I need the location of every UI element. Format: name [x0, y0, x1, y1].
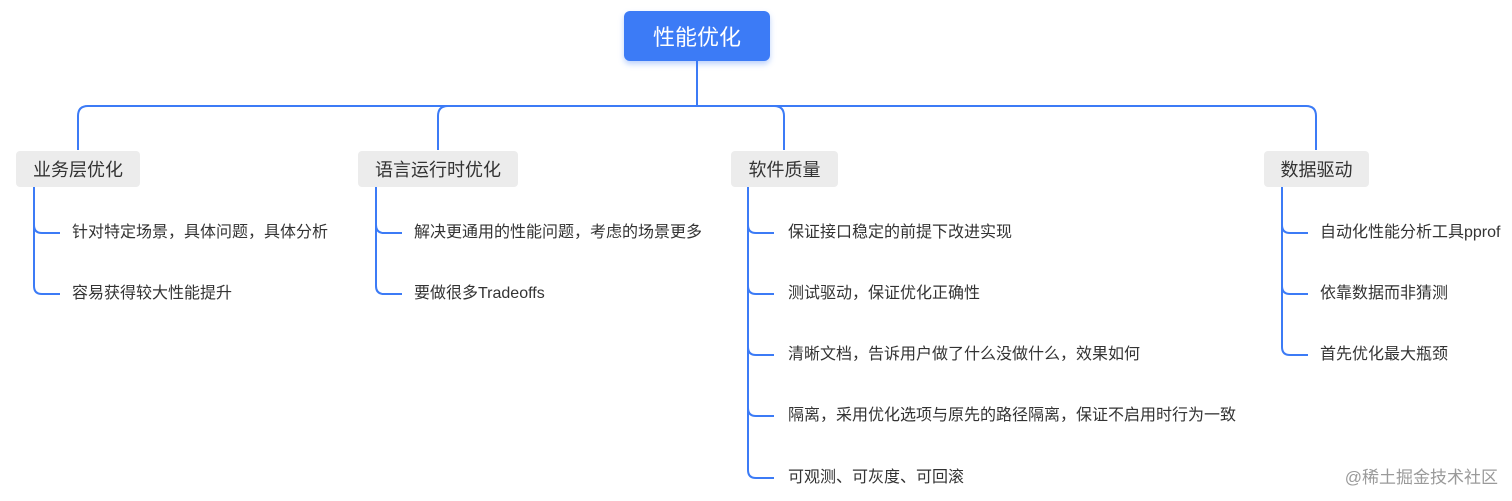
- branch-node-business[interactable]: 业务层优化: [16, 151, 140, 187]
- leaf-node-data-0[interactable]: 自动化性能分析工具pprof: [1320, 224, 1501, 241]
- leaf-node-quality-2[interactable]: 清晰文档，告诉用户做了什么没做什么，效果如何: [788, 346, 1141, 363]
- leaf-connector-2-4: [747, 408, 774, 479]
- leaf-connector-3-2: [1281, 286, 1308, 356]
- leaf-node-data-2[interactable]: 首先优化最大瓶颈: [1320, 346, 1449, 363]
- branch-node-data-driven[interactable]: 数据驱动: [1264, 151, 1369, 187]
- branch-connector-2: [773, 105, 785, 150]
- leaf-node-data-1[interactable]: 依靠数据而非猜测: [1320, 285, 1449, 302]
- leaf-node-business-0[interactable]: 针对特定场景，具体问题，具体分析: [72, 224, 329, 241]
- leaf-connector-1-1: [375, 225, 402, 295]
- leaf-node-business-1[interactable]: 容易获得较大性能提升: [72, 285, 233, 302]
- branch-node-quality[interactable]: 软件质量: [731, 151, 838, 187]
- leaf-connector-2-2: [747, 286, 774, 356]
- branch-node-runtime[interactable]: 语言运行时优化: [358, 151, 518, 187]
- leaf-connector-1-0: [375, 187, 402, 234]
- leaf-connector-2-0: [747, 187, 774, 234]
- leaf-node-quality-0[interactable]: 保证接口稳定的前提下改进实现: [788, 224, 1013, 241]
- root-node[interactable]: 性能优化: [624, 11, 770, 61]
- leaf-node-runtime-0[interactable]: 解决更通用的性能问题，考虑的场景更多: [414, 224, 703, 241]
- leaf-connector-0-0: [33, 187, 60, 234]
- leaf-node-quality-1[interactable]: 测试驱动，保证优化正确性: [788, 285, 981, 302]
- leaf-connector-2-3: [747, 347, 774, 417]
- watermark: @稀土掘金技术社区: [1344, 468, 1498, 487]
- leaf-connector-0-1: [33, 225, 60, 295]
- leaf-connector-2-1: [747, 225, 774, 295]
- leaf-connector-3-0: [1281, 187, 1308, 234]
- branch-connector-3: [1305, 105, 1317, 150]
- branch-connector-1: [437, 105, 449, 150]
- leaf-node-quality-4[interactable]: 可观测、可灰度、可回滚: [788, 469, 965, 486]
- branch-connector-0: [77, 105, 89, 150]
- leaf-node-runtime-1[interactable]: 要做很多Tradeoffs: [414, 285, 545, 302]
- leaf-node-quality-3[interactable]: 隔离，采用优化选项与原先的路径隔离，保证不启用时行为一致: [788, 407, 1237, 424]
- leaf-connector-3-1: [1281, 225, 1308, 295]
